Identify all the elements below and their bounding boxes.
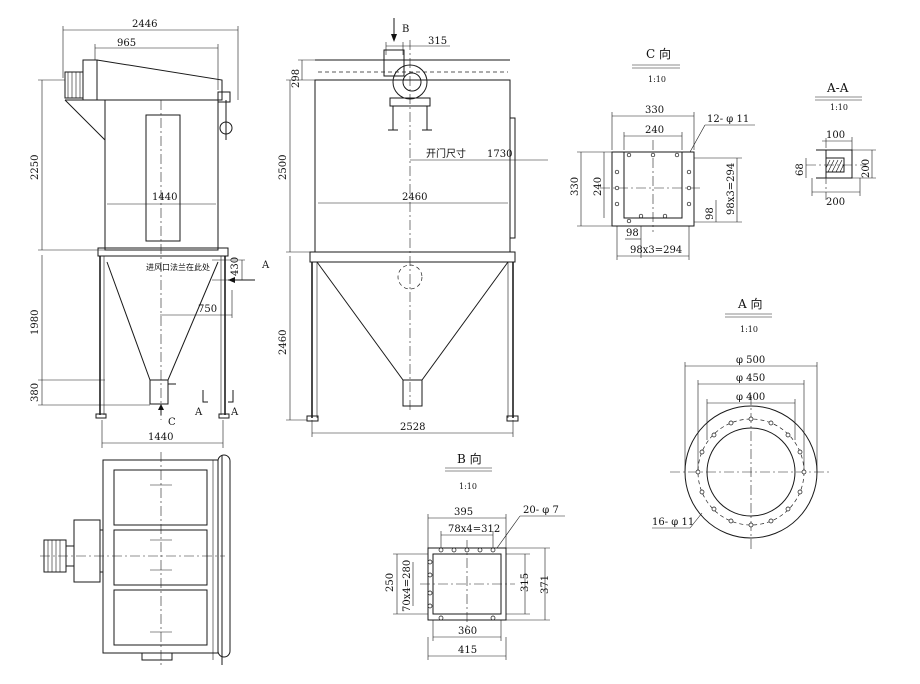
view-c: C 向 1:10 330 240 12- φ 11 xyxy=(570,46,755,260)
dim-965: 965 xyxy=(117,38,136,49)
section-aa: A-A 1:10 100 68 200 200 xyxy=(795,81,876,208)
top-view xyxy=(40,452,231,665)
view-c-dim-330-left: 330 xyxy=(570,177,581,196)
dim-1440-body: 1440 xyxy=(152,192,177,203)
view-b-dim-395: 395 xyxy=(454,507,473,518)
view-b-dim-371: 371 xyxy=(540,575,551,594)
view-b-title: B 向 xyxy=(457,451,482,466)
view-c-title: C 向 xyxy=(646,46,671,61)
view-c-dim-240-top: 240 xyxy=(645,125,664,136)
front-view: 2446 965 1440 2250 19 xyxy=(30,19,270,448)
dim-315: 315 xyxy=(428,36,447,47)
dim-1980: 1980 xyxy=(30,310,41,335)
dim-1730: 1730 xyxy=(487,149,512,160)
dim-380: 380 xyxy=(30,383,41,402)
view-c-edge-h: 98 xyxy=(626,228,639,239)
dim-298: 298 xyxy=(291,69,302,88)
top-body xyxy=(102,459,219,654)
label-c-arrow: C xyxy=(168,417,176,428)
dim-2446: 2446 xyxy=(132,19,157,30)
label-section-a1: A xyxy=(194,407,203,418)
dim-2250: 2250 xyxy=(30,155,41,180)
label-section-a2: A xyxy=(230,407,239,418)
view-c-dim-240-left: 240 xyxy=(593,177,604,196)
view-b-dim-315: 315 xyxy=(520,573,531,592)
view-c-holes: 12- φ 11 xyxy=(707,114,749,125)
view-b-spacing-left: 70x4=280 xyxy=(402,560,413,612)
section-aa-dim-200-right: 200 xyxy=(861,159,872,178)
label-a-arrow: A xyxy=(261,260,270,271)
section-aa-dim-100: 100 xyxy=(826,130,845,141)
view-c-dim-330-top: 330 xyxy=(645,105,664,116)
view-a-title: A 向 xyxy=(737,296,762,311)
bolt-holes xyxy=(695,416,807,528)
view-b-scale: 1:10 xyxy=(459,482,477,491)
side-view: B 315 298 2500 开门尺寸 1730 2 xyxy=(278,18,548,437)
view-a-d450: φ 450 xyxy=(736,373,765,384)
label-b: B xyxy=(402,24,409,35)
dim-2460-height: 2460 xyxy=(278,330,289,355)
view-c-edge-v: 98 xyxy=(705,207,716,220)
view-b-dim-250: 250 xyxy=(385,573,396,592)
note-inlet-flange: 进风口法兰在此处 xyxy=(146,262,210,272)
dim-430: 430 xyxy=(230,257,241,276)
view-b: B 向 1:10 395 78x4=312 20- φ 7 xyxy=(385,451,565,660)
view-b-dim-360: 360 xyxy=(458,626,477,637)
view-b-spacing-top: 78x4=312 xyxy=(448,524,500,535)
view-a-scale: 1:10 xyxy=(740,325,758,334)
dim-2528: 2528 xyxy=(400,422,425,433)
view-c-spacing-v: 98x3=294 xyxy=(726,163,737,215)
door-label: 开门尺寸 xyxy=(426,147,466,160)
view-a-holes: 16- φ 11 xyxy=(652,517,694,528)
dim-2460-width: 2460 xyxy=(402,192,427,203)
front-door xyxy=(145,114,181,242)
dim-2500: 2500 xyxy=(278,155,289,180)
section-aa-title: A-A xyxy=(826,81,849,95)
section-aa-dim-200-bottom: 200 xyxy=(826,197,845,208)
view-c-spacing-h: 98x3=294 xyxy=(630,245,682,256)
section-aa-dim-68: 68 xyxy=(795,163,806,176)
front-body xyxy=(104,99,219,251)
view-c-scale: 1:10 xyxy=(648,75,666,84)
view-b-holes: 20- φ 7 xyxy=(523,505,559,516)
dim-1440-base: 1440 xyxy=(148,432,173,443)
section-aa-scale: 1:10 xyxy=(830,103,848,112)
view-a: A 向 1:10 φ 500 xyxy=(652,296,832,550)
dim-750: 750 xyxy=(198,304,217,315)
view-b-dim-415: 415 xyxy=(458,645,477,656)
view-a-d500: φ 500 xyxy=(736,355,765,366)
view-a-d400: φ 400 xyxy=(736,392,765,403)
